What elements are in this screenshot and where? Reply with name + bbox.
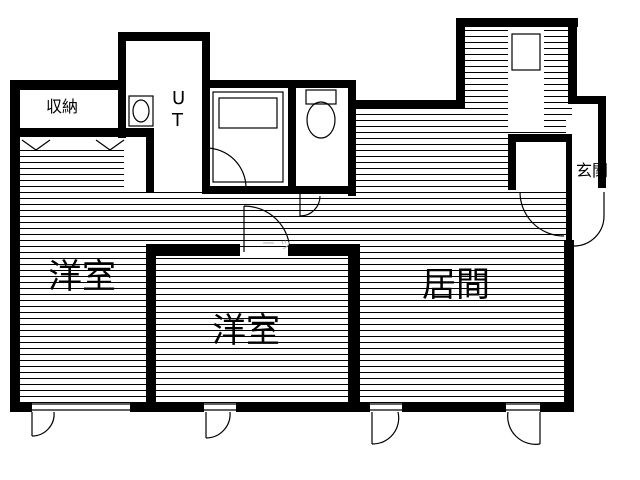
label-ut-u: U xyxy=(172,88,185,109)
ut-room xyxy=(124,40,206,190)
bath-room xyxy=(206,86,292,188)
entrance-area xyxy=(512,140,574,190)
closet-door-left-icon xyxy=(21,139,51,151)
label-storage: 収納 xyxy=(46,97,78,116)
entrance-door-icon xyxy=(519,191,565,237)
toilet-door-icon xyxy=(299,192,321,217)
label-western-room-2: 洋室 xyxy=(212,311,280,351)
label-western-room-1: 洋室 xyxy=(48,257,116,297)
washbasin-icon xyxy=(128,95,154,127)
window-door-1-icon xyxy=(31,411,55,437)
floor-western-room-2 xyxy=(152,256,352,403)
bathtub-icon xyxy=(212,91,284,183)
closet-door-right-icon xyxy=(95,139,125,151)
watermark: ー ッ xyxy=(262,237,292,252)
walls xyxy=(10,18,606,412)
floor-western-room-1 xyxy=(18,148,148,403)
label-entrance: 玄関 xyxy=(576,161,608,180)
storage-room xyxy=(18,88,120,128)
floor-hallway xyxy=(148,192,360,252)
ut-door-icon xyxy=(205,147,247,189)
window-door-2-icon xyxy=(205,411,231,439)
hall-door-icon xyxy=(243,205,291,253)
front-door-icon xyxy=(573,192,605,247)
label-living: 居間 xyxy=(422,265,490,305)
window-door-3-icon xyxy=(371,411,400,445)
kitchen-counter xyxy=(508,28,544,132)
window-door-4-icon xyxy=(507,411,541,445)
toilet-icon xyxy=(305,89,337,139)
toilet-room xyxy=(296,86,350,188)
fixtures xyxy=(21,33,605,445)
label-ut-t: T xyxy=(171,110,184,131)
plain-rooms xyxy=(18,28,574,190)
kitchen-sink-icon xyxy=(511,33,541,71)
